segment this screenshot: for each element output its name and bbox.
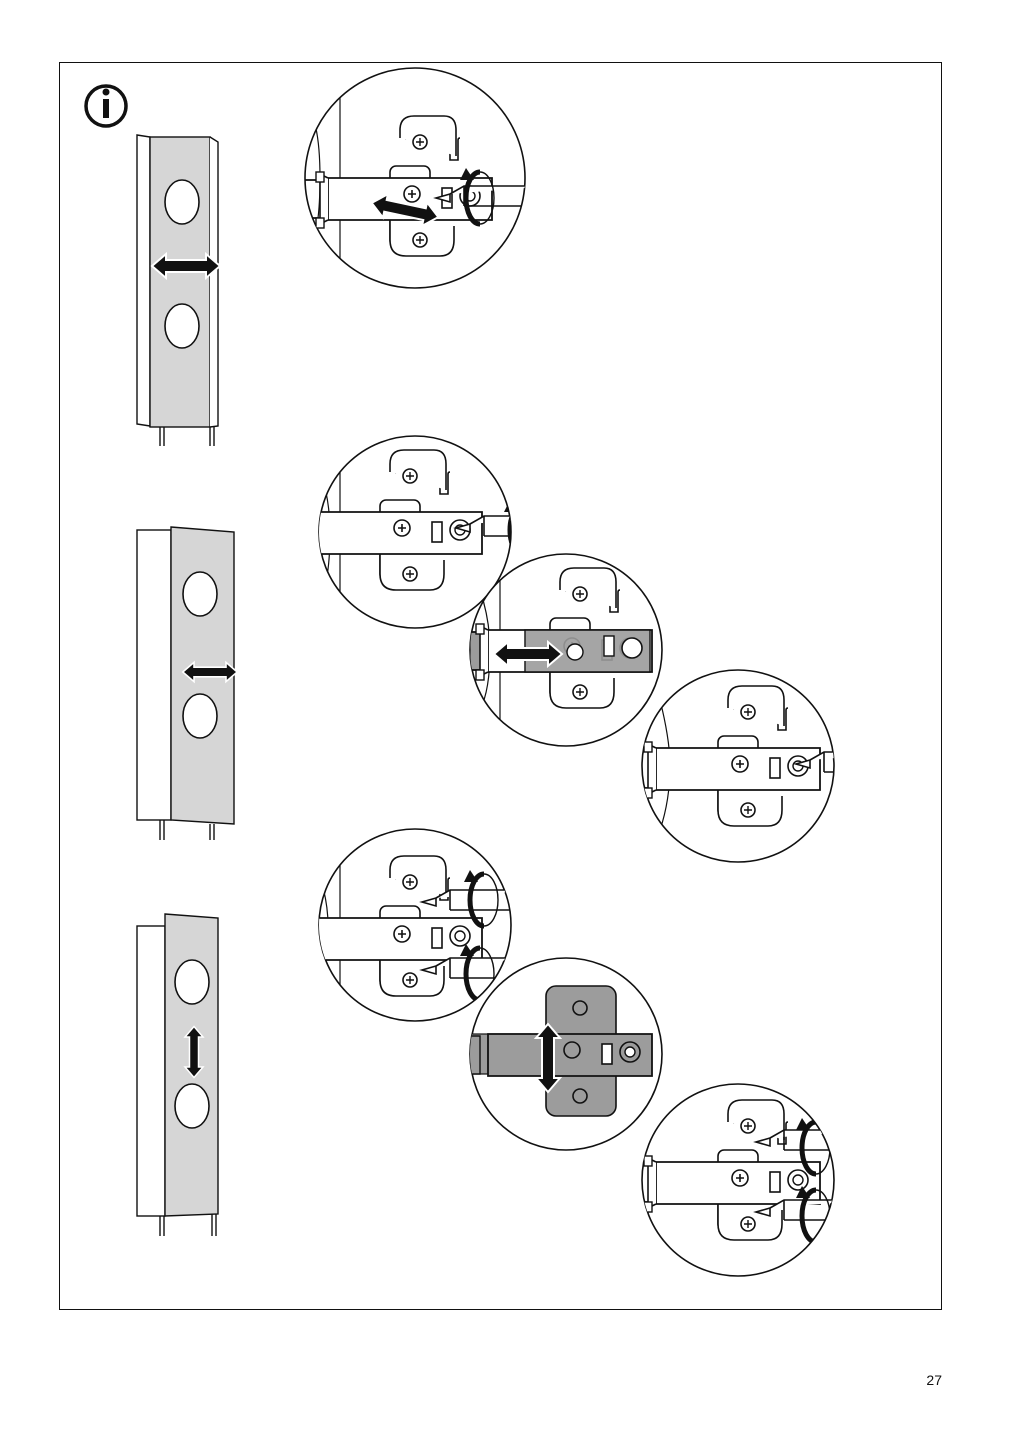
cabinet-step-1	[136, 134, 221, 446]
cabinet-step-3	[136, 913, 219, 1236]
hinge-detail-3c	[641, 1083, 835, 1277]
rotate-arrow-icon	[848, 736, 882, 792]
hinge-detail-1	[304, 67, 526, 289]
hinge-detail-2b	[469, 553, 663, 747]
info-icon	[84, 84, 128, 128]
cabinet-step-2	[136, 526, 238, 840]
hinge-detail-3b	[469, 957, 663, 1151]
hinge-detail-2c	[641, 669, 882, 863]
page-number: 27	[926, 1372, 942, 1388]
instruction-frame	[59, 62, 942, 1310]
